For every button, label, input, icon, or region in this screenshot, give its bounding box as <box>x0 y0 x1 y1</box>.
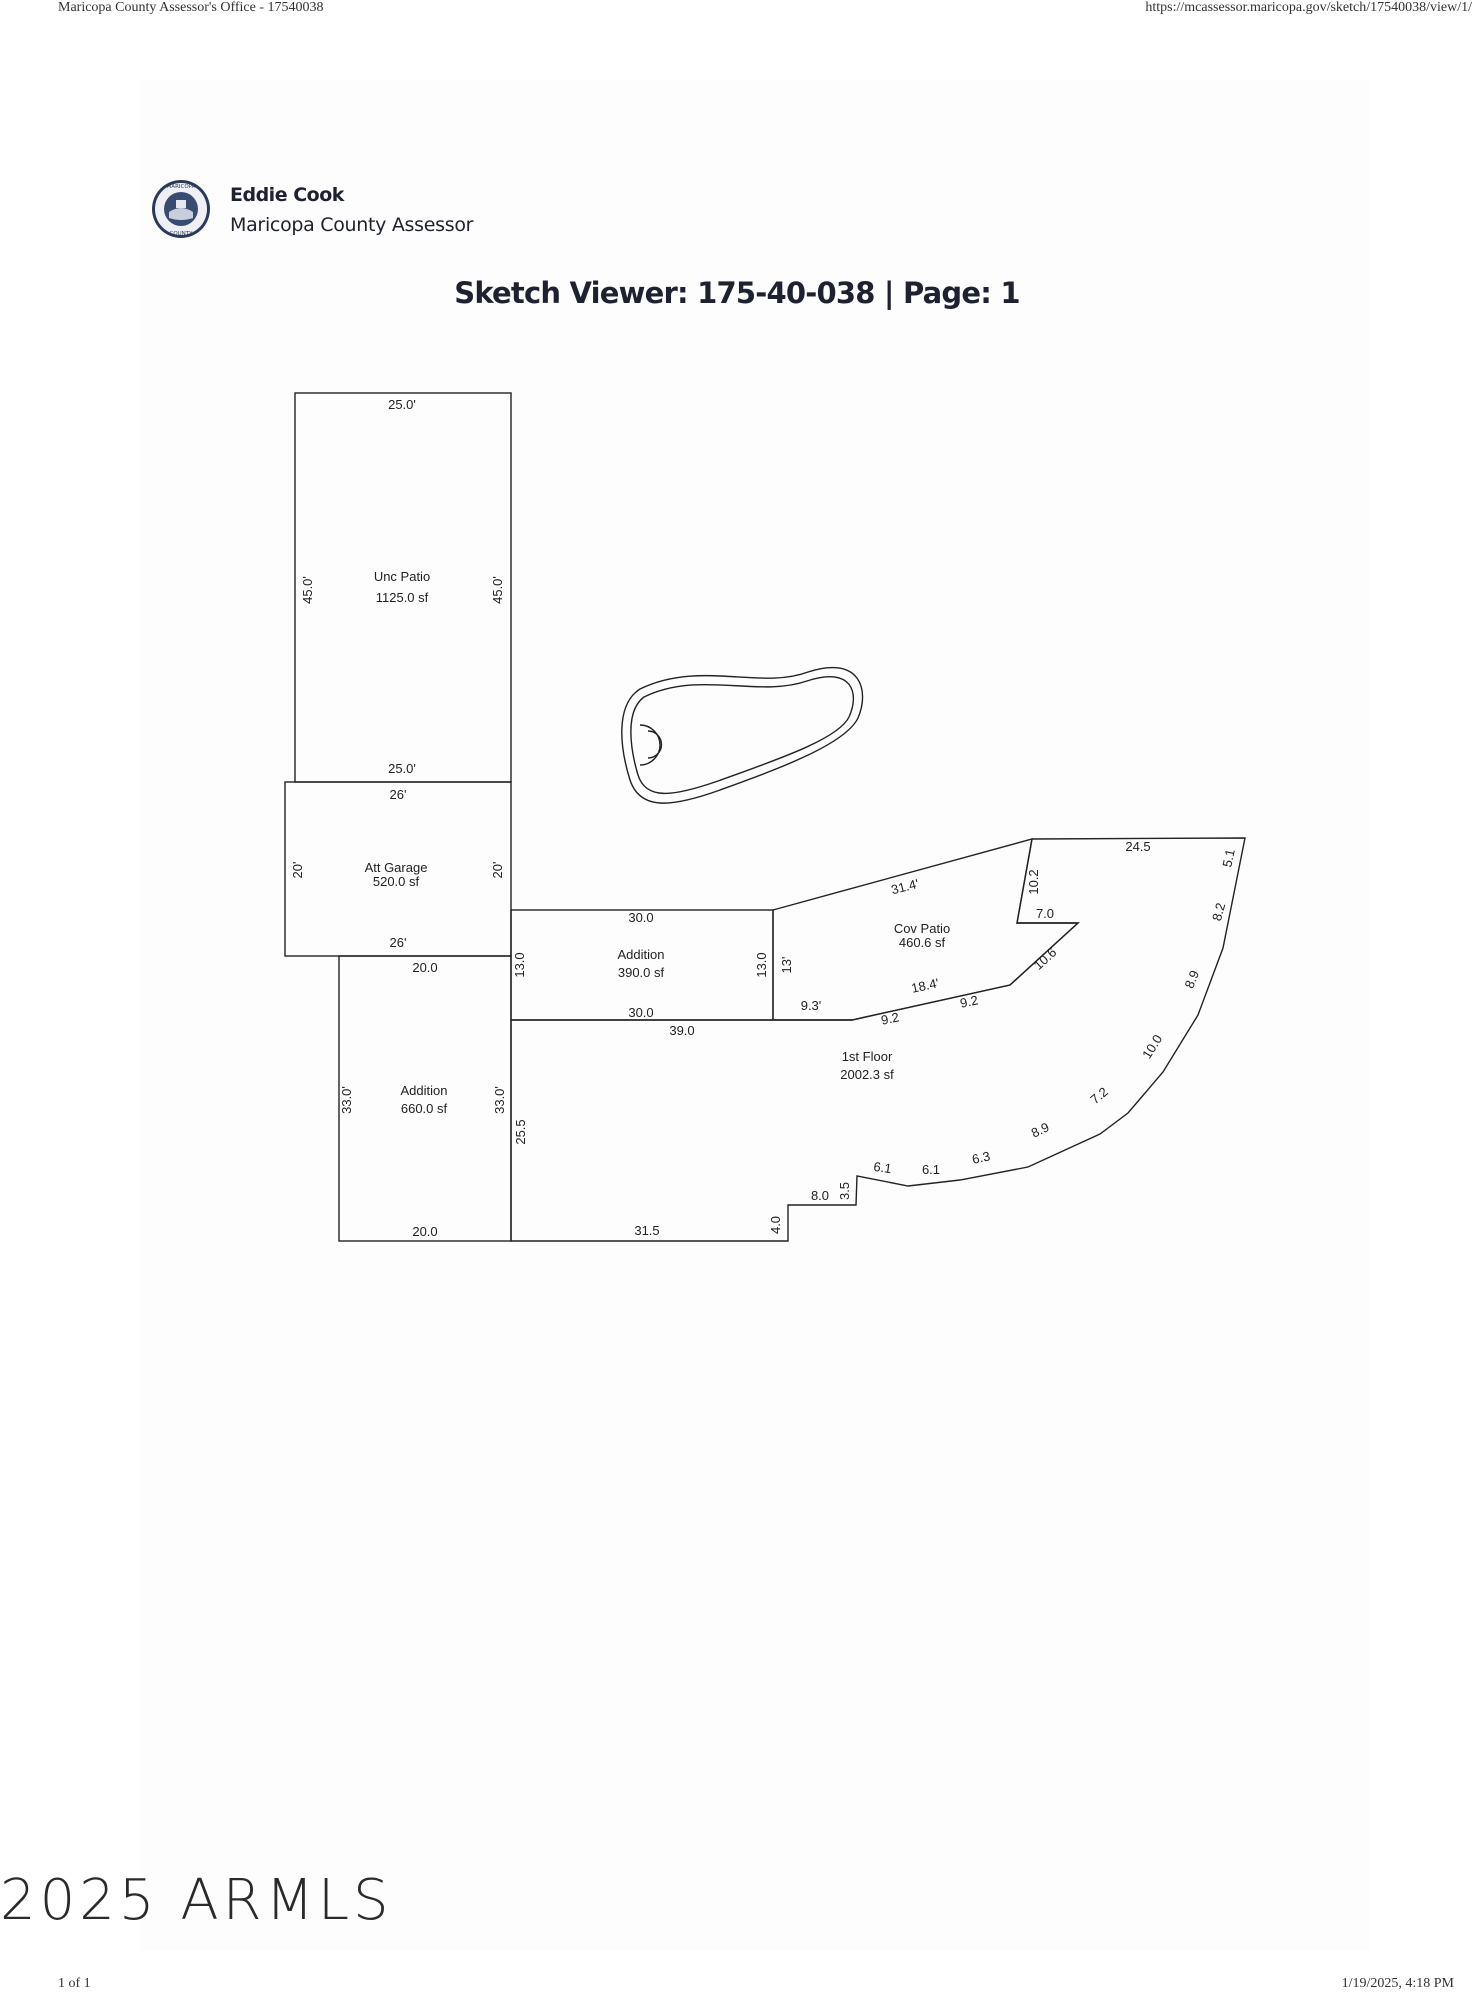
first-floor-seg-b-dim: 9.2 <box>959 992 980 1010</box>
first-floor-right-dim-1: 5.1 <box>1219 848 1237 869</box>
att-garage-right-dim: 20' <box>490 862 505 879</box>
first-floor-bottom-dim-1: 6.3 <box>971 1148 992 1166</box>
addition-lower-left-dim: 33.0' <box>339 1086 354 1114</box>
addition-lower-area: 660.0 sf <box>401 1101 448 1116</box>
att-garage-top-dim: 26' <box>390 787 407 802</box>
unc-patio-top-dim: 25.0' <box>388 397 416 412</box>
seal-text-top: MARICOPA <box>167 184 196 190</box>
addition-lower-label: Addition <box>401 1083 448 1098</box>
first-floor-outline <box>510 837 1246 1242</box>
att-garage-area: 520.0 sf <box>373 874 420 889</box>
first-floor-step-v1-dim: 3.5 <box>837 1182 852 1200</box>
att-garage-label: Att Garage <box>365 860 428 875</box>
addition-lower-top-dim: 20.0 <box>412 960 437 975</box>
document-page <box>140 80 1370 1950</box>
cov-patio-area: 460.6 sf <box>899 935 946 950</box>
addition-middle-right-dim: 13.0 <box>754 952 769 977</box>
print-page-count: 1 of 1 <box>58 1976 91 1991</box>
seal-text-bottom: COUNTY <box>169 231 193 237</box>
cov-patio-left-dim: 13' <box>779 957 794 974</box>
page-title: Sketch Viewer: 175-40-038 | Page: 1 <box>454 276 1020 310</box>
att-garage-bottom-dim: 26' <box>390 935 407 950</box>
assessor-organization: Maricopa County Assessor <box>230 214 474 236</box>
unc-patio-outline <box>294 392 512 783</box>
cov-patio-label: Cov Patio <box>894 921 950 936</box>
print-header: Maricopa County Assessor's Office - 1754… <box>0 0 1474 20</box>
first-floor-step-v2-dim: 4.0 <box>768 1216 783 1234</box>
addition-middle-area: 390.0 sf <box>618 965 665 980</box>
addition-middle-left-dim: 13.0 <box>512 952 527 977</box>
unc-patio-label: Unc Patio <box>374 569 430 584</box>
addition-lower-bottom-dim: 20.0 <box>412 1224 437 1239</box>
first-floor-area: 2002.3 sf <box>840 1067 894 1082</box>
first-floor-right-dim-3: 8.9 <box>1181 968 1202 990</box>
first-floor-right-dim-6: 8.9 <box>1029 1119 1052 1140</box>
addition-middle-label: Addition <box>618 947 665 962</box>
addition-lower-outline <box>338 955 512 1242</box>
first-floor-top-right-dim: 24.5 <box>1125 839 1150 854</box>
assessor-brand: MARICOPA COUNTY Eddie Cook Maricopa Coun… <box>150 178 550 248</box>
addition-middle-bottom-dim: 30.0 <box>628 1005 653 1020</box>
first-floor-left-dim: 25.5 <box>513 1119 528 1144</box>
cov-patio-diag-dim: 10.6 <box>1031 945 1060 973</box>
cov-patio-notch-vertical-dim: 10.2 <box>1026 869 1041 894</box>
first-floor-right-dim-5: 7.2 <box>1087 1084 1110 1107</box>
first-floor-step-h-dim: 8.0 <box>811 1188 829 1203</box>
first-floor-seg-a-dim: 9.2 <box>880 1009 901 1027</box>
unc-patio-left-dim: 45.0' <box>300 576 315 604</box>
first-floor-right-dim-4: 10.0 <box>1139 1032 1165 1061</box>
assessor-name: Eddie Cook <box>230 184 344 206</box>
print-timestamp: 1/19/2025, 4:18 PM <box>1341 1976 1454 1991</box>
cov-patio-lower-dim: 18.4' <box>910 975 940 995</box>
unc-patio-area: 1125.0 sf <box>376 590 429 605</box>
unc-patio-bottom-dim: 25.0' <box>388 761 416 776</box>
first-floor-label: 1st Floor <box>842 1049 893 1064</box>
unc-patio-right-dim: 45.0' <box>490 576 505 604</box>
print-url: https://mcassessor.maricopa.gov/sketch/1… <box>1145 0 1472 15</box>
print-page-title: Maricopa County Assessor's Office - 1754… <box>58 0 324 15</box>
county-seal-icon: MARICOPA COUNTY <box>152 180 210 238</box>
watermark: 2025 ARMLS <box>0 1868 393 1933</box>
first-floor-bottom-dim-2: 6.1 <box>922 1162 940 1177</box>
first-floor-right-dim-2: 8.2 <box>1209 901 1228 922</box>
cov-patio-top-dim: 31.4' <box>890 876 921 897</box>
addition-middle-top-dim: 30.0 <box>628 910 653 925</box>
cov-patio-notch-horizontal-dim: 7.0 <box>1036 906 1054 921</box>
first-floor-bottom-left-dim: 31.5 <box>634 1223 659 1238</box>
first-floor-bottom-dim-3: 6.1 <box>873 1159 893 1176</box>
print-footer: 1 of 1 1/19/2025, 4:18 PM <box>0 1976 1474 1996</box>
cov-patio-bottom-dim: 9.3' <box>801 998 822 1013</box>
pool-icon <box>621 666 864 804</box>
first-floor-top-left-dim: 39.0 <box>669 1023 694 1038</box>
addition-lower-right-dim: 33.0' <box>492 1086 507 1114</box>
att-garage-left-dim: 20' <box>290 862 305 879</box>
